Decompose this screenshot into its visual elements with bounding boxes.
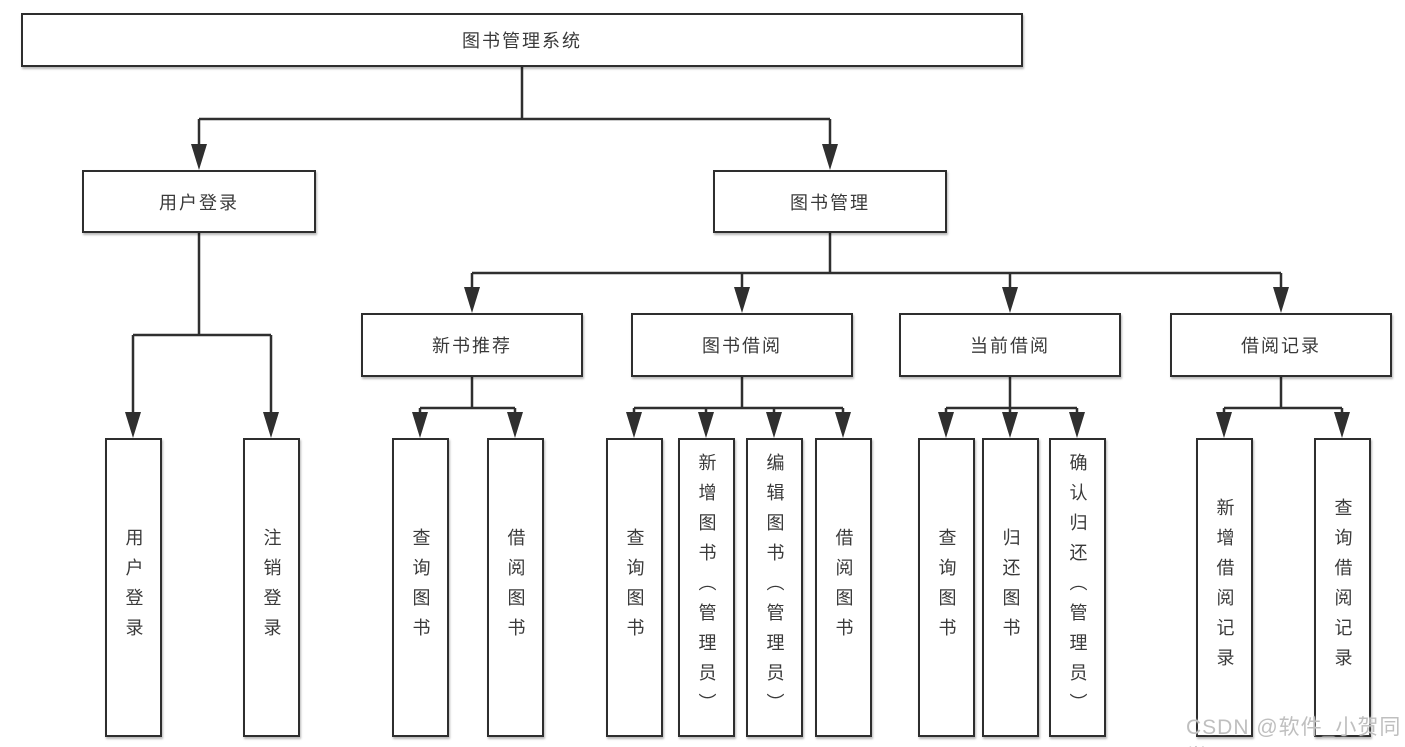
arrowhead-icon	[938, 412, 954, 438]
node-book-borrow: 图书借阅	[631, 313, 853, 377]
leaf-current-query-books: 查询图书	[918, 438, 975, 737]
arrowhead-icon	[835, 412, 851, 438]
arrowhead-icon	[263, 412, 279, 438]
connector-book-borrow-split	[634, 377, 843, 410]
arrowhead-icon	[626, 412, 642, 438]
leaf-borrow-query-books: 查询图书	[606, 438, 663, 737]
arrowhead-icon	[698, 412, 714, 438]
arrowhead-icon	[1002, 287, 1018, 313]
arrowhead-icon	[464, 287, 480, 313]
arrowhead-icon	[1216, 412, 1232, 438]
leaf-borrow-borrow-books: 借阅图书	[815, 438, 872, 737]
arrowhead-icon	[1334, 412, 1350, 438]
leaf-logout: 注销登录	[243, 438, 300, 737]
leaf-current-confirm-return-admin: 确认归还（管理员）	[1049, 438, 1106, 737]
leaf-user-login: 用户登录	[105, 438, 162, 737]
node-book-management: 图书管理	[713, 170, 947, 233]
node-user-login: 用户登录	[82, 170, 316, 233]
connector-book-management-split	[472, 233, 1281, 275]
arrowhead-icon	[191, 144, 207, 170]
leaf-borrow-edit-book-admin: 编辑图书（管理员）	[746, 438, 803, 737]
csdn-watermark: CSDN @软件_小贺同学	[1186, 716, 1402, 747]
leaf-newbooks-borrow-books: 借阅图书	[487, 438, 544, 737]
node-root: 图书管理系统	[21, 13, 1023, 67]
node-current-borrow: 当前借阅	[899, 313, 1121, 377]
arrowhead-icon	[412, 412, 428, 438]
arrowhead-icon	[766, 412, 782, 438]
arrowhead-icon	[1002, 412, 1018, 438]
arrowhead-icon	[822, 144, 838, 170]
arrowhead-icon	[734, 287, 750, 313]
arrowhead-icon	[507, 412, 523, 438]
connector-root-split	[199, 66, 830, 121]
leaf-records-add-borrow-record: 新增借阅记录	[1196, 438, 1253, 737]
arrowhead-icon	[1273, 287, 1289, 313]
leaf-current-return-books: 归还图书	[982, 438, 1039, 737]
arrowhead-icon	[1069, 412, 1085, 438]
connector-borrow-records-split	[1224, 377, 1342, 410]
connector-user-login-split	[133, 233, 271, 337]
connector-current-borrow-split	[946, 377, 1077, 410]
node-borrow-records: 借阅记录	[1170, 313, 1392, 377]
node-new-book-recommend: 新书推荐	[361, 313, 583, 377]
connector-new-books-split	[420, 377, 515, 410]
leaf-borrow-add-book-admin: 新增图书（管理员）	[678, 438, 735, 737]
leaf-newbooks-query-books: 查询图书	[392, 438, 449, 737]
leaf-records-query-borrow-record: 查询借阅记录	[1314, 438, 1371, 737]
arrowhead-icon	[125, 412, 141, 438]
